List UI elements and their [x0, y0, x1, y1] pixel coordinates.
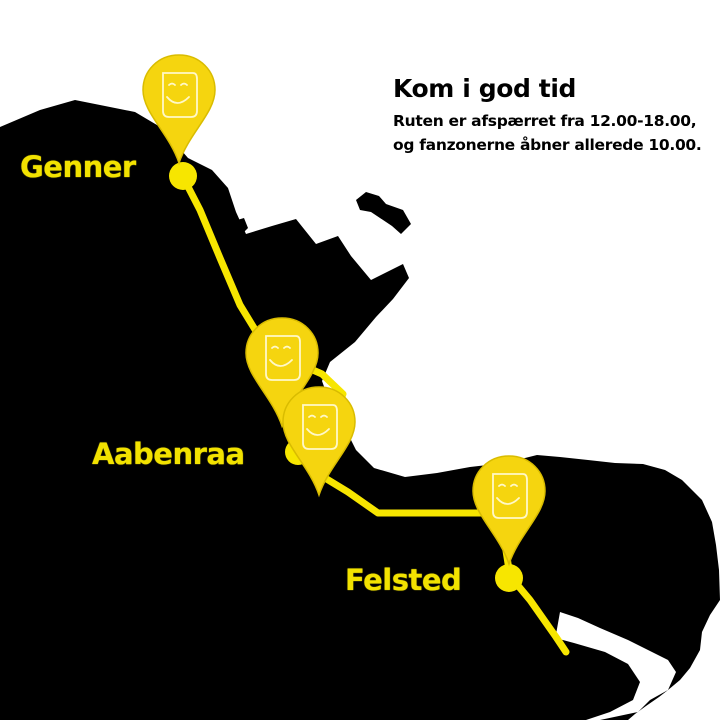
city-label-aabenraa: Aabenraa	[92, 437, 245, 471]
city-label-felsted: Felsted	[345, 563, 462, 597]
island	[356, 192, 411, 234]
info-line-2: og fanzonerne åbner allerede 10.00.	[393, 136, 702, 154]
peninsula	[540, 636, 640, 720]
info-line-1: Ruten er afspærret fra 12.00-18.00,	[393, 112, 697, 130]
headline: Kom i god tid	[393, 74, 577, 103]
fjord	[344, 380, 392, 412]
node-genner	[169, 162, 197, 190]
landmass	[0, 100, 720, 720]
city-label-genner: Genner	[20, 150, 136, 184]
islet	[233, 218, 248, 236]
node-felsted	[495, 564, 523, 592]
